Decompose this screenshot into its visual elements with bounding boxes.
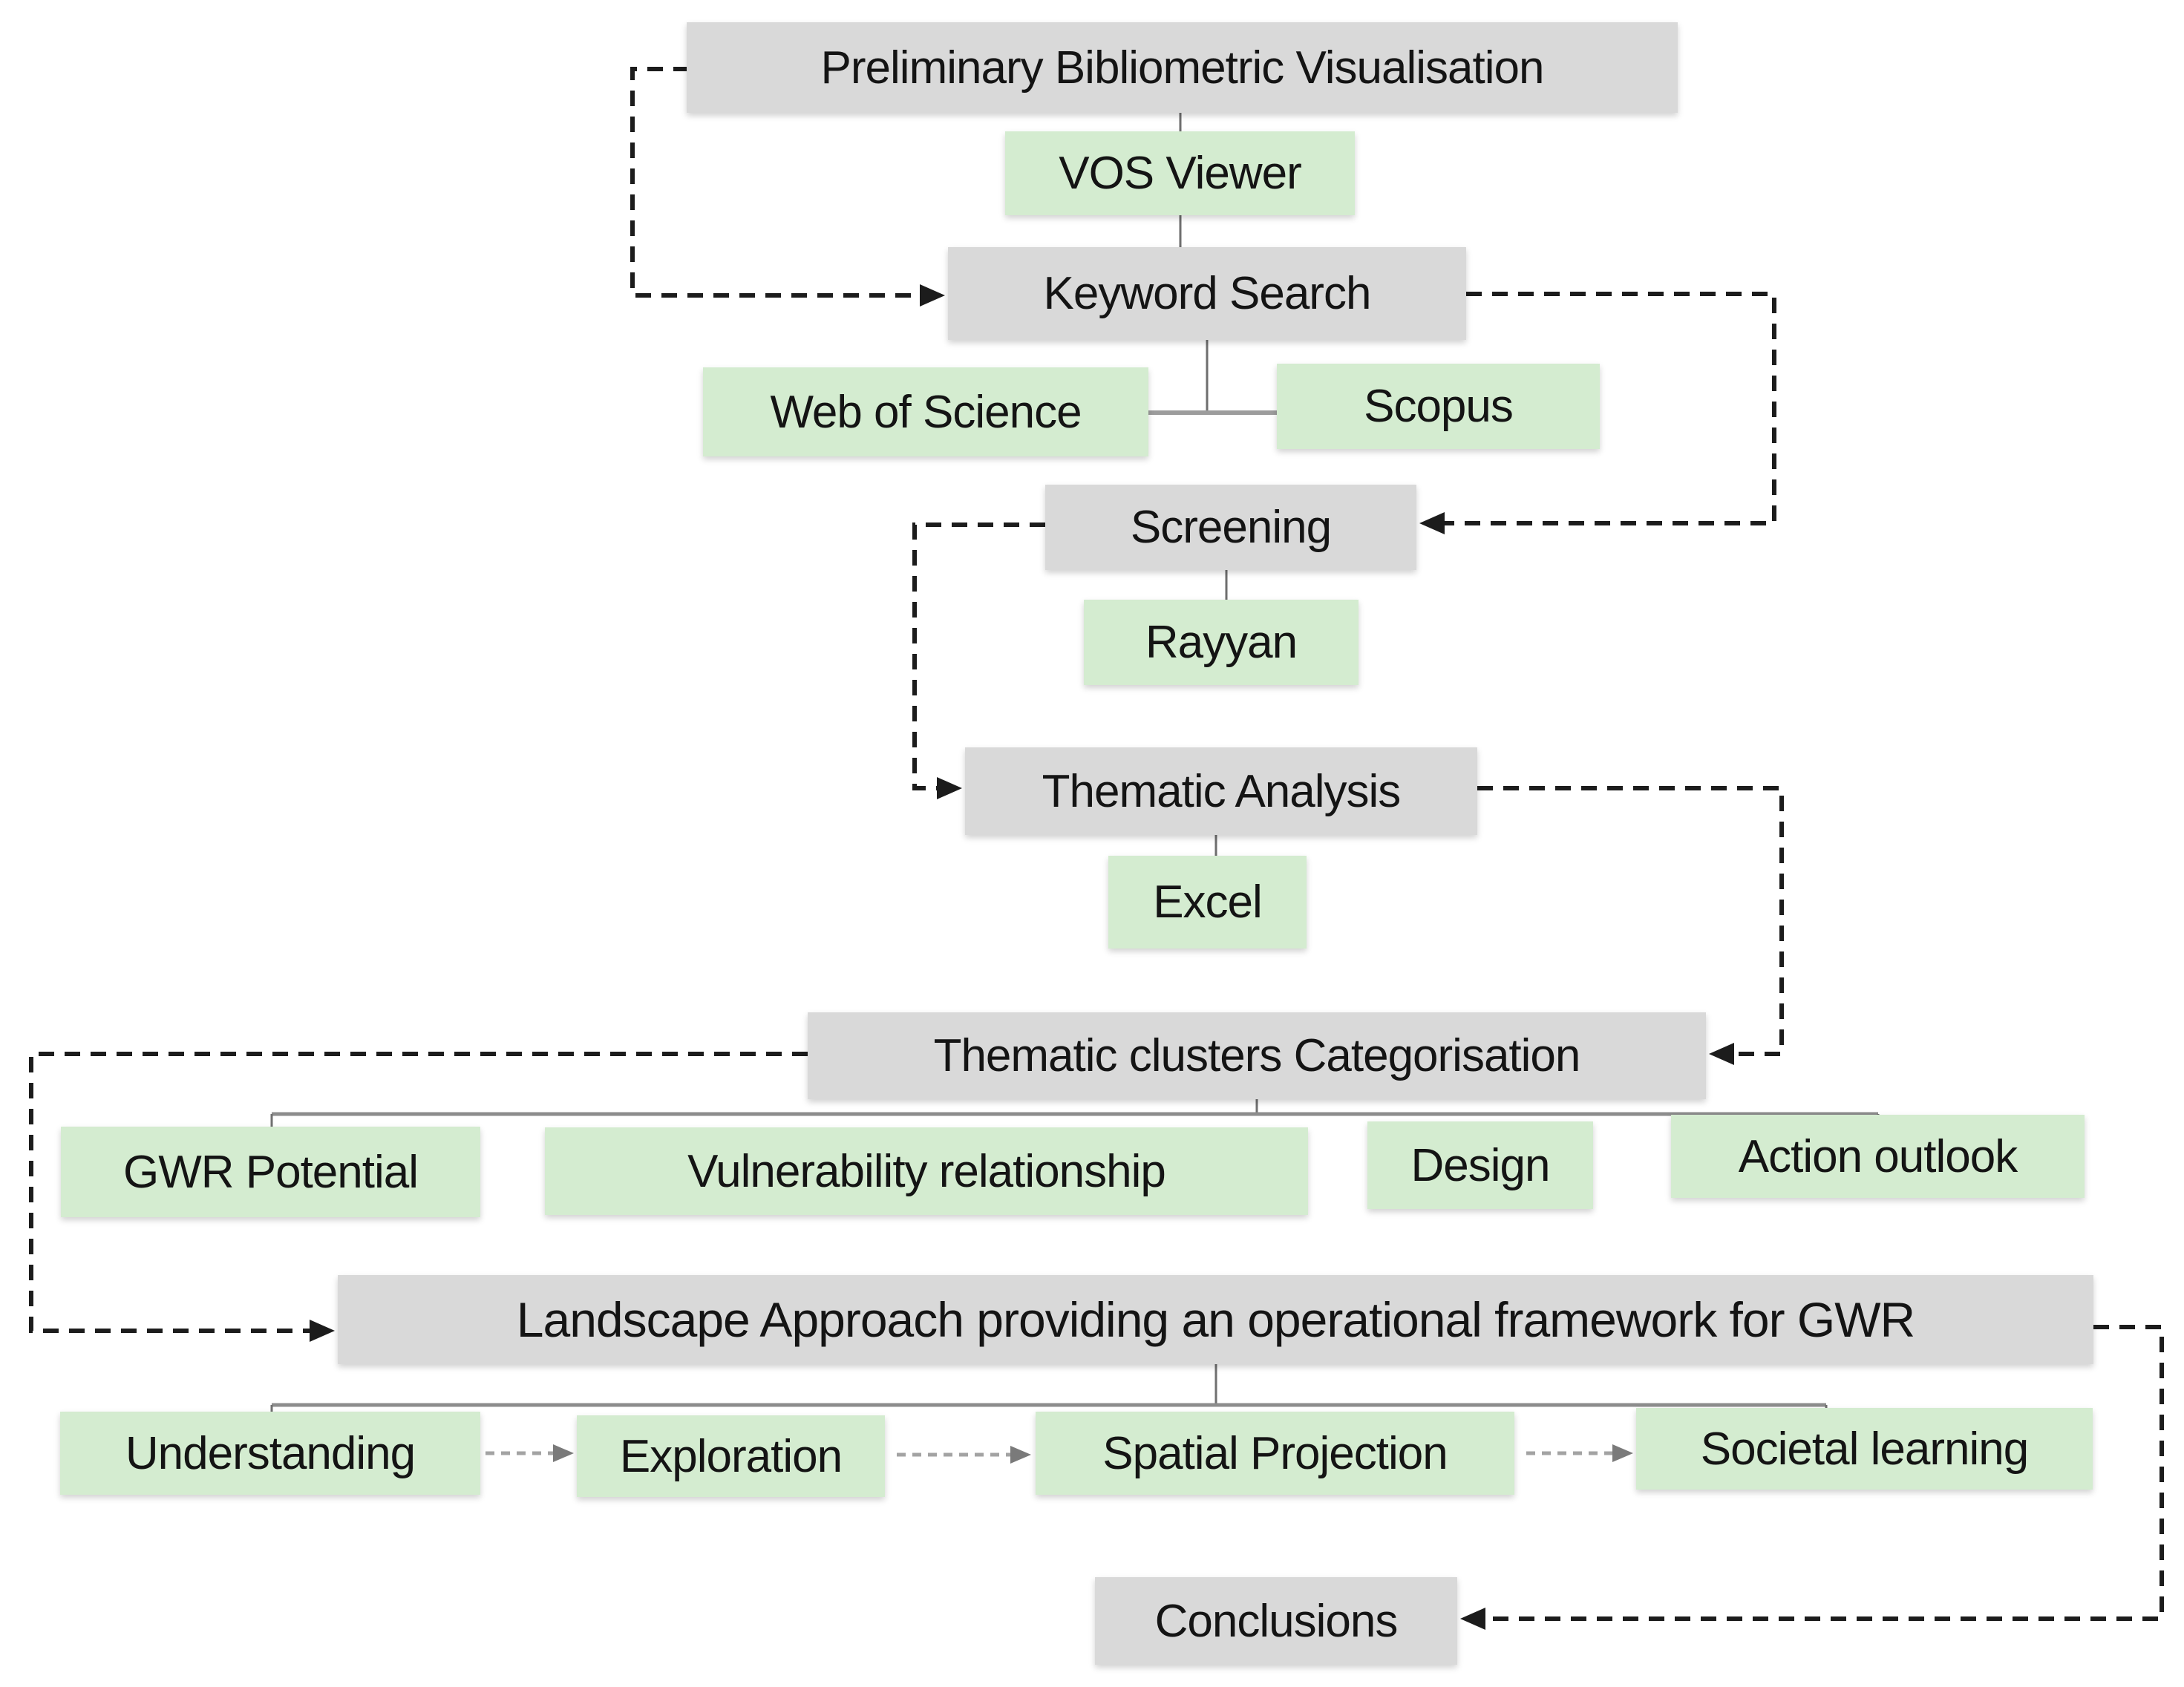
node-action-outlook: Action outlook [1671,1115,2085,1198]
node-spatial-projection: Spatial Projection [1036,1412,1514,1495]
edge-keyword-to-screening-dashed [1419,292,1776,534]
node-web-of-science: Web of Science [703,367,1148,456]
node-exploration: Exploration [577,1415,885,1497]
node-thematic-clusters-categorisation: Thematic clusters Categorisation [808,1012,1706,1099]
edge-prelim-to-keyword-dashed [630,67,945,307]
node-thematic-analysis: Thematic Analysis [965,747,1477,835]
node-landscape-approach: Landscape Approach providing an operatio… [338,1275,2093,1364]
node-vos-viewer: VOS Viewer [1005,131,1355,215]
node-scopus: Scopus [1277,364,1600,449]
edge-landscape-to-conclusions-dashed [1460,1325,2164,1630]
edge-screening-to-thematic-dashed [912,523,1045,799]
node-excel: Excel [1108,856,1307,949]
node-vulnerability-relationship: Vulnerability relationship [545,1127,1308,1215]
node-understanding: Understanding [60,1412,480,1495]
edge-clusters-to-landscape-dashed [29,1052,808,1342]
node-screening: Screening [1045,485,1416,570]
node-keyword-search: Keyword Search [948,247,1466,340]
node-gwr-potential: GWR Potential [61,1127,480,1217]
node-societal-learning: Societal learning [1636,1408,2093,1490]
node-rayyan: Rayyan [1084,600,1359,685]
node-conclusions: Conclusions [1095,1577,1457,1665]
node-design: Design [1367,1121,1593,1209]
node-preliminary-bibliometric-visualisation: Preliminary Bibliometric Visualisation [687,22,1678,113]
